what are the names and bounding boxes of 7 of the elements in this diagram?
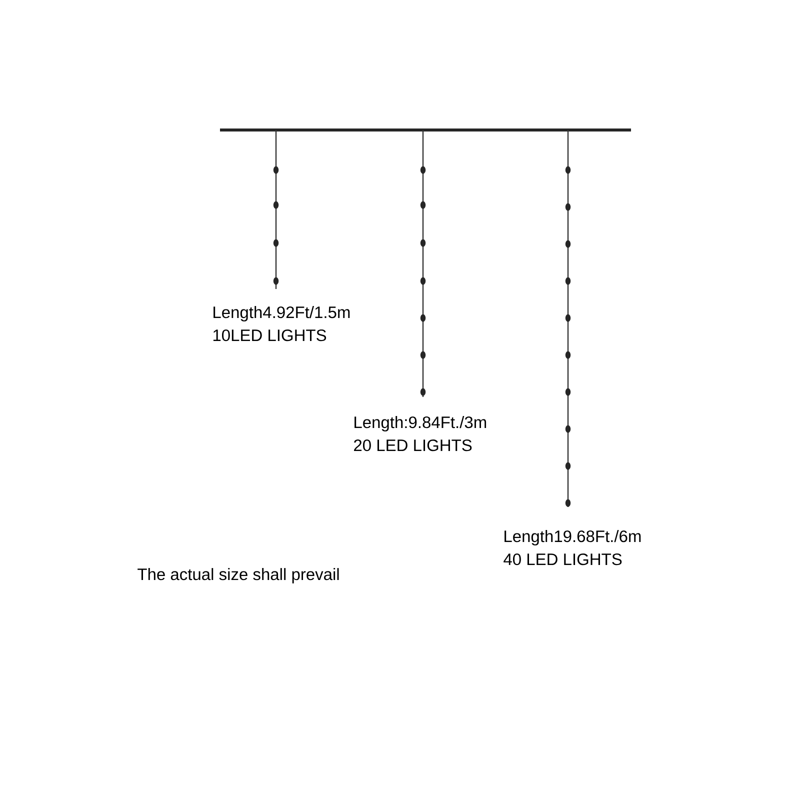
length-label: Length:9.84Ft./3m bbox=[354, 416, 486, 432]
count-label: 10LED LIGHTS bbox=[213, 329, 326, 342]
length-label: Length19.68Ft./6m bbox=[504, 530, 641, 546]
note-text: The actual size shall prevail bbox=[138, 568, 339, 584]
length-label: Length4.92Ft/1.5m bbox=[214, 306, 350, 322]
count-label: 20 LED LIGHTS bbox=[354, 439, 472, 452]
count-label: 40 LED LIGHTS bbox=[504, 553, 622, 566]
